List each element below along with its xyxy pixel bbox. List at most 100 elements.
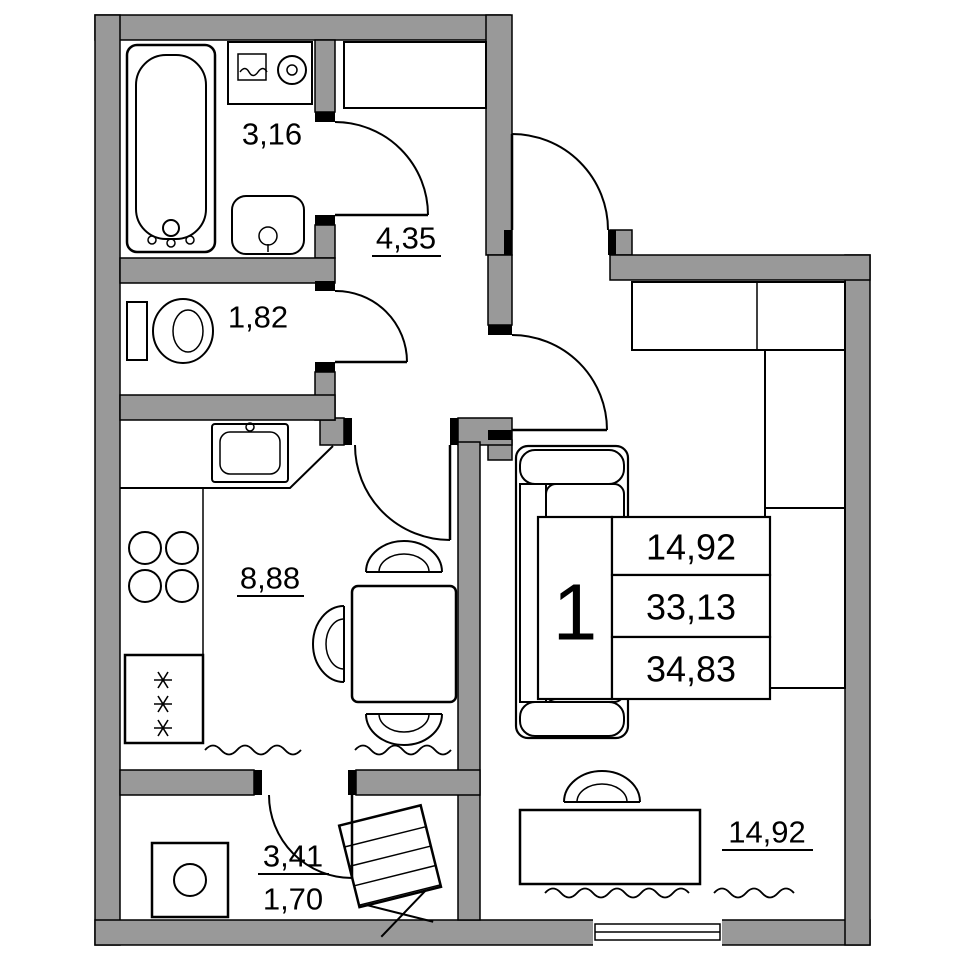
- toilet-area-label: 1,82: [228, 300, 288, 335]
- loggia-washer-body: [150, 841, 230, 919]
- summary-cell-rooms: [536, 515, 614, 701]
- walls: [94, 14, 871, 946]
- wall-segment: [487, 254, 513, 326]
- desk-set: [518, 770, 702, 886]
- wall-segment: [485, 14, 513, 256]
- rack-slat: [358, 884, 441, 906]
- hall-closet-hatched: [343, 41, 487, 109]
- dining-set: [312, 540, 458, 746]
- room-labels: 3,16 4,35 1,82 8,88 3,41 1,70 14,92: [228, 117, 813, 917]
- loggia-counted-area-label: 1,70: [263, 882, 323, 917]
- door-jamb: [348, 770, 356, 795]
- sofa-armrest: [519, 449, 625, 485]
- sink-bowl: [231, 195, 305, 255]
- detergent-tray-wave: [239, 67, 268, 77]
- door-swing-arc: [511, 334, 608, 431]
- wall-segment: [94, 14, 121, 946]
- bathtub-drain: [162, 219, 180, 237]
- door-swing-arc: [334, 121, 429, 216]
- total-area-balcony-value: 34,83: [646, 649, 736, 690]
- sofa-armrest: [519, 701, 625, 737]
- bathtub-handle: [147, 235, 157, 245]
- bathroom-sink: [231, 195, 305, 255]
- fridge-freezer: [123, 653, 205, 745]
- door-jamb: [488, 430, 512, 440]
- living-room-area-label: 14,92: [728, 815, 806, 850]
- door-swing-arc: [511, 133, 609, 231]
- break-mark: [713, 887, 795, 899]
- wall-segment: [457, 441, 481, 921]
- burner: [165, 531, 199, 565]
- door-swing-arc: [268, 794, 353, 879]
- snowflake-icon: [154, 671, 172, 689]
- detergent-tray: [237, 53, 267, 81]
- loggia-door: [268, 794, 354, 879]
- bathtub-faucet: [166, 238, 176, 248]
- break-marks: [204, 744, 795, 899]
- summary-table: 1 14,92 33,13 34,83: [536, 515, 772, 701]
- entrance-door: [510, 133, 609, 231]
- dining-table: [350, 584, 458, 704]
- door-jamb: [254, 770, 262, 795]
- cabinet-side: [764, 349, 846, 509]
- cabinet-top: [631, 281, 846, 351]
- hallway-area-label: 4,35: [376, 221, 436, 256]
- bathroom-door: [334, 121, 429, 217]
- bathtub: [125, 43, 217, 254]
- bathtub-handle: [185, 235, 195, 245]
- door-jamb: [504, 230, 512, 255]
- summary-cell-total: [610, 573, 772, 639]
- kitchen-counter-edge: [120, 445, 334, 489]
- door-swing-arc: [354, 444, 451, 541]
- snowflake-icon: [154, 695, 172, 713]
- summary-cell-total-balcony: [610, 635, 772, 701]
- wall-segment: [119, 769, 255, 796]
- desk: [518, 808, 702, 886]
- wall-segment: [119, 257, 336, 284]
- kitchen-door: [354, 444, 452, 541]
- break-mark: [204, 744, 302, 756]
- wall-segment: [319, 417, 345, 446]
- kitchen-sink-basin: [219, 431, 281, 475]
- bathroom-area-label: 3,16: [242, 117, 302, 152]
- kitchen-sink-tap: [245, 422, 255, 432]
- wall-segment: [314, 224, 336, 259]
- burner: [128, 569, 162, 603]
- washer-drum: [277, 55, 307, 85]
- washing-machine: [227, 41, 313, 105]
- wall-segment: [355, 769, 481, 796]
- door-jamb: [450, 418, 458, 445]
- washer-drum-center: [286, 64, 298, 76]
- toilet-bowl-inner: [172, 309, 204, 353]
- kitchen-sink: [211, 422, 289, 483]
- living-area-value: 14,92: [646, 527, 736, 568]
- rack-legs: [366, 890, 434, 938]
- burner: [128, 531, 162, 565]
- total-area-value: 33,13: [646, 587, 736, 628]
- bottom-window: [593, 918, 722, 947]
- kitchen-area-label: 8,88: [240, 561, 300, 596]
- wall-segment: [844, 254, 871, 946]
- door-jamb: [608, 230, 616, 255]
- break-mark: [354, 744, 452, 756]
- rack-slat: [353, 864, 436, 887]
- snowflake-icon: [154, 719, 172, 737]
- door-jamb: [488, 325, 512, 335]
- wall-cabinet: [631, 281, 846, 509]
- toilet-door: [334, 289, 408, 364]
- door-jamb: [315, 362, 335, 372]
- door-jamb: [315, 112, 335, 122]
- door-jamb: [315, 215, 335, 225]
- stove: [128, 531, 199, 603]
- burner: [165, 569, 199, 603]
- loggia-washer-drum: [173, 863, 207, 897]
- kitchen-sink-outline: [211, 423, 289, 483]
- rooms-count: 1: [553, 568, 598, 657]
- living-room-door: [511, 334, 608, 432]
- wall-segment: [94, 919, 871, 946]
- break-mark: [544, 887, 690, 899]
- wall-segment: [119, 394, 336, 421]
- wall-segment: [94, 14, 511, 41]
- bathtub-outline: [125, 43, 217, 254]
